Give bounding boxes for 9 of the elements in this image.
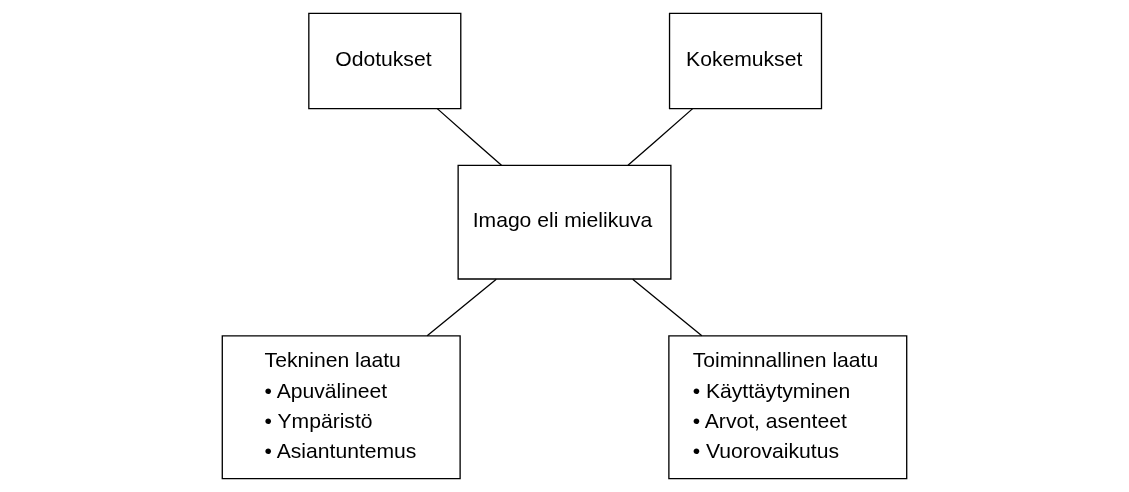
node-box: Tekninen laatu • Apuvälineet • Ympäristö • Asiantuntemus — [221, 335, 461, 480]
connector — [426, 278, 497, 337]
connector — [436, 107, 503, 166]
connector — [632, 278, 703, 337]
node-box: Kokemukset — [668, 12, 823, 110]
node-box: Toiminnallinen laatu • Käyttäytyminen • Arvot, asenteet • Vuorovaikutus — [668, 335, 908, 480]
connector — [627, 107, 694, 166]
node-box: Imago eli mielikuva — [457, 164, 672, 280]
node-box: Odotukset — [308, 12, 462, 110]
